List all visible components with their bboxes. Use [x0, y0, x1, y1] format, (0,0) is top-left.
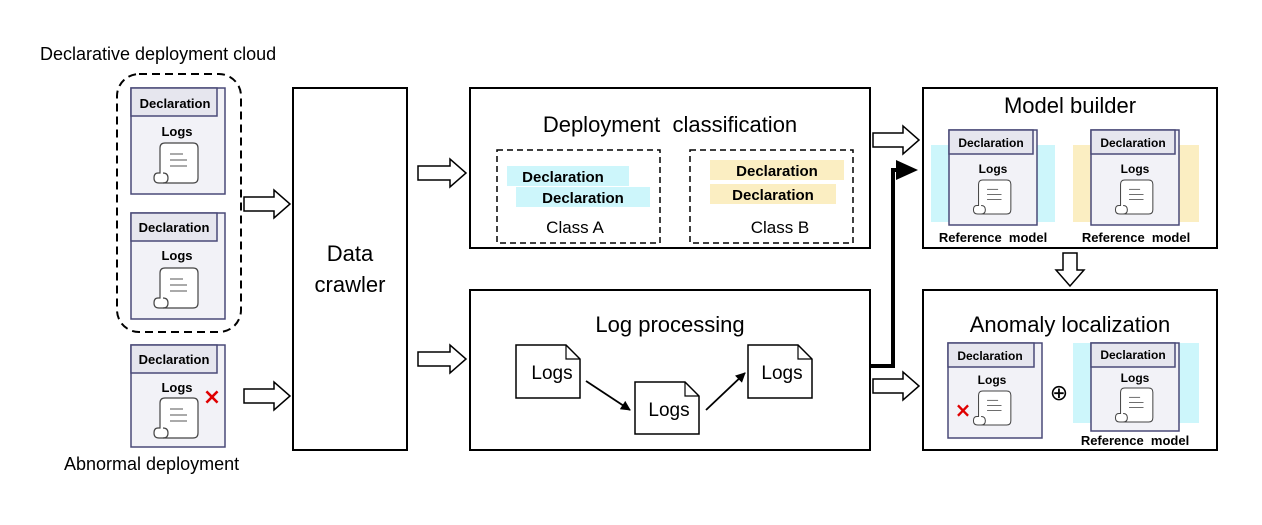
- data-crawler-box: [292, 87, 408, 451]
- declaration-label: Declaration: [1100, 348, 1165, 362]
- logs-label: Logs: [978, 373, 1007, 387]
- logs-label: Logs: [161, 380, 192, 395]
- reference-model-card: Declaration Logs: [1090, 342, 1180, 432]
- log-file-icon: [515, 344, 581, 399]
- log-scroll-icon: [972, 390, 1012, 426]
- logs-label: Logs: [161, 124, 192, 139]
- flow-arrow-icon: [243, 188, 292, 220]
- log-processing-title: Log processing: [595, 312, 744, 337]
- declaration-label: Declaration: [139, 220, 210, 235]
- reference-model-label: Reference model: [939, 230, 1047, 245]
- model-builder-title: Model builder: [1004, 93, 1136, 118]
- log-scroll-icon: [1114, 179, 1154, 215]
- declaration-label: Declaration: [1100, 136, 1165, 150]
- reference-model-card: Declaration Logs: [948, 129, 1038, 226]
- class-a-declaration: Declaration: [542, 190, 624, 207]
- data-crawler-title: Data: [327, 241, 374, 266]
- deployment-card: Declaration Logs: [130, 87, 226, 195]
- log-file-label: Logs: [761, 363, 802, 384]
- declaration-label: Declaration: [957, 349, 1022, 363]
- reference-model-card: Declaration Logs: [1090, 129, 1180, 226]
- flow-arrow-icon: [1054, 252, 1086, 288]
- logs-label: Logs: [1121, 162, 1150, 176]
- cloud-container: [116, 73, 242, 333]
- class-b-label: Class B: [751, 218, 810, 237]
- abnormal-deployment-card: Declaration Logs ×: [130, 344, 226, 448]
- deployment-classification-title: Deployment classification: [543, 112, 797, 137]
- flow-arrow-icon: [872, 124, 921, 156]
- declaration-label: Declaration: [958, 136, 1023, 150]
- logs-label: Logs: [161, 248, 192, 263]
- log-file-icon: [747, 344, 813, 399]
- class-a-declaration: Declaration: [522, 169, 604, 186]
- log-scroll-icon: [1114, 387, 1154, 423]
- abnormal-label: Abnormal deployment: [64, 454, 239, 474]
- class-b-declaration: Declaration: [736, 163, 818, 180]
- log-scroll-icon: [153, 397, 199, 439]
- log-file-icon: [634, 381, 700, 435]
- declaration-label: Declaration: [139, 352, 210, 367]
- reference-model-label: Reference model: [1082, 230, 1190, 245]
- flow-arrow-icon: [705, 372, 746, 411]
- logs-label: Logs: [1121, 371, 1150, 385]
- error-x-icon: ×: [203, 385, 221, 410]
- cloud-label: Declarative deployment cloud: [40, 44, 276, 64]
- log-to-model-connector: [870, 168, 906, 368]
- flow-arrow-icon: [243, 380, 292, 412]
- logs-label: Logs: [979, 162, 1008, 176]
- log-file-label: Logs: [648, 400, 689, 421]
- error-x-icon: ×: [955, 398, 972, 422]
- deployment-card: Declaration Logs: [130, 212, 226, 320]
- log-scroll-icon: [153, 142, 199, 184]
- class-a-label: Class A: [546, 218, 604, 237]
- abnormal-deployment-card: Declaration Logs ×: [947, 342, 1043, 439]
- class-a-group: [496, 149, 661, 244]
- flow-arrow-icon: [872, 370, 921, 402]
- combine-icon: ⊕: [1050, 381, 1068, 406]
- class-b-declaration: Declaration: [732, 187, 814, 204]
- anomaly-localization-title: Anomaly localization: [970, 312, 1171, 337]
- flow-arrow-icon: [417, 157, 468, 189]
- log-scroll-icon: [153, 267, 199, 309]
- reference-model-label: Reference model: [1081, 433, 1189, 448]
- class-b-group: [689, 149, 854, 244]
- flow-arrow-icon: [585, 380, 631, 411]
- log-file-label: Logs: [531, 363, 572, 384]
- data-crawler-title: crawler: [315, 272, 386, 297]
- declaration-label: Declaration: [140, 96, 211, 111]
- log-scroll-icon: [972, 179, 1012, 215]
- flow-arrow-icon: [417, 343, 468, 375]
